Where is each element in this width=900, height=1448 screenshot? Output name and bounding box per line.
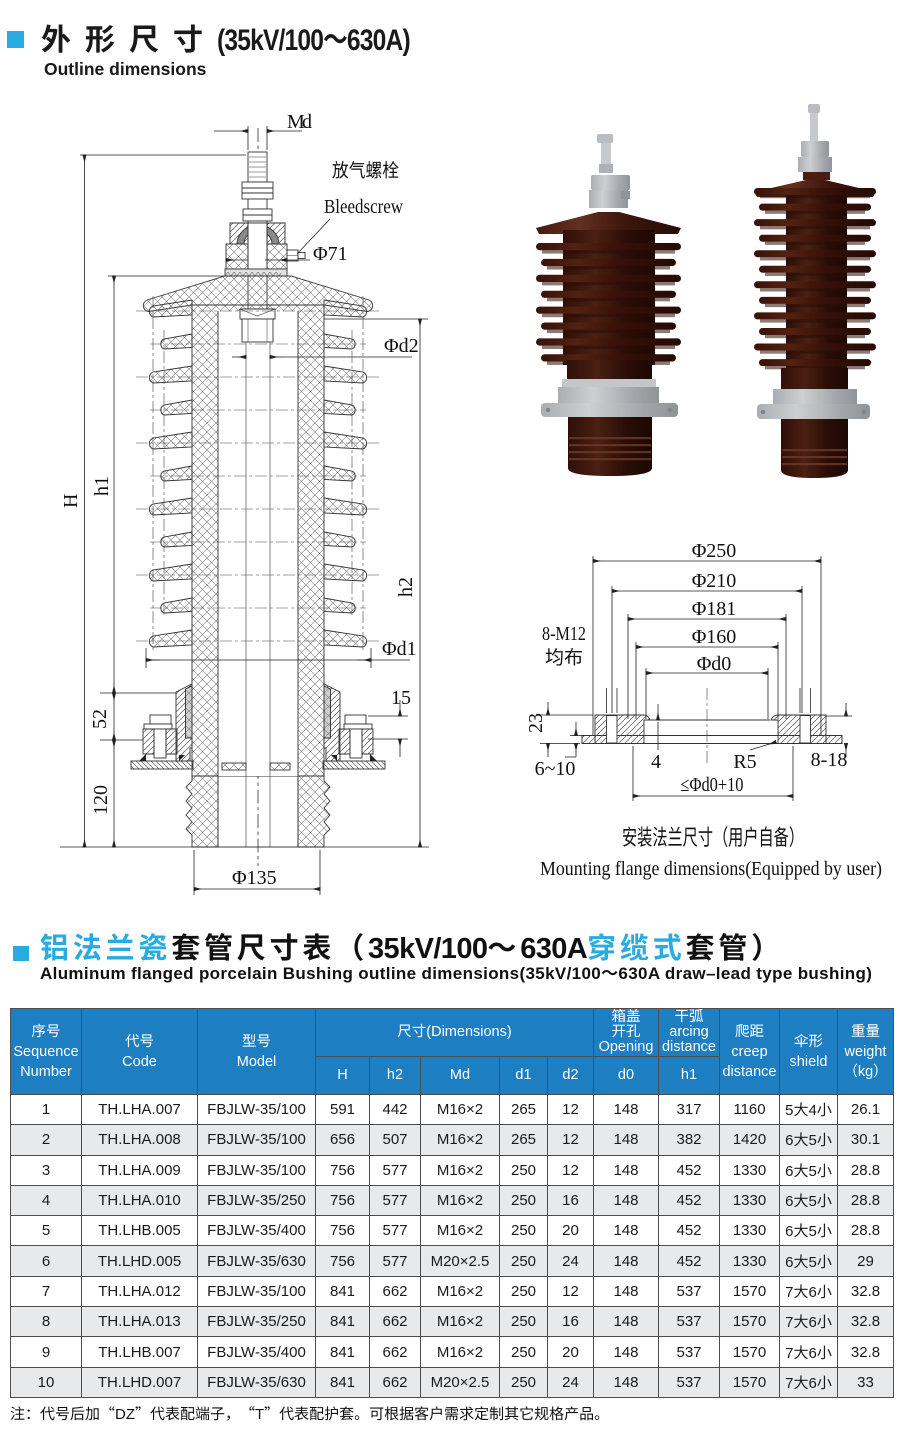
svg-text:6~10: 6~10 [535, 758, 576, 780]
svg-text:放气螺栓: 放气螺栓 [332, 156, 399, 183]
svg-text:15: 15 [391, 687, 411, 709]
svg-text:h1: h1 [91, 476, 113, 496]
svg-text:Φ71: Φ71 [313, 243, 348, 265]
svg-text:120: 120 [90, 785, 112, 815]
svg-text:8-M12: 8-M12 [542, 623, 586, 645]
svg-text:Md: Md [287, 111, 312, 133]
svg-text:Φ160: Φ160 [692, 626, 737, 648]
svg-text:23: 23 [525, 713, 547, 733]
svg-text:均布: 均布 [545, 643, 583, 670]
svg-text:Bleedscrew: Bleedscrew [324, 196, 403, 218]
svg-text:≤Φd0+10: ≤Φd0+10 [681, 774, 744, 796]
svg-text:Φ135: Φ135 [232, 867, 277, 889]
svg-text:R5: R5 [733, 751, 756, 773]
svg-text:h2: h2 [395, 577, 417, 597]
svg-text:Φ210: Φ210 [692, 570, 737, 592]
svg-text:4: 4 [651, 751, 661, 773]
svg-text:Φ181: Φ181 [692, 598, 737, 620]
svg-text:Φd2: Φd2 [384, 335, 419, 357]
svg-text:H: H [60, 494, 82, 508]
svg-text:8-18: 8-18 [811, 749, 848, 771]
svg-text:Φd0: Φd0 [697, 653, 732, 675]
svg-text:安装法兰尺寸（用户自备）: 安装法兰尺寸（用户自备） [622, 820, 804, 852]
svg-text:52: 52 [89, 709, 111, 729]
svg-text:Φ250: Φ250 [692, 540, 737, 562]
svg-text:Mounting flange dimensions(Equ: Mounting flange dimensions(Equipped by u… [540, 858, 882, 880]
svg-text:Φd1: Φd1 [382, 638, 417, 660]
